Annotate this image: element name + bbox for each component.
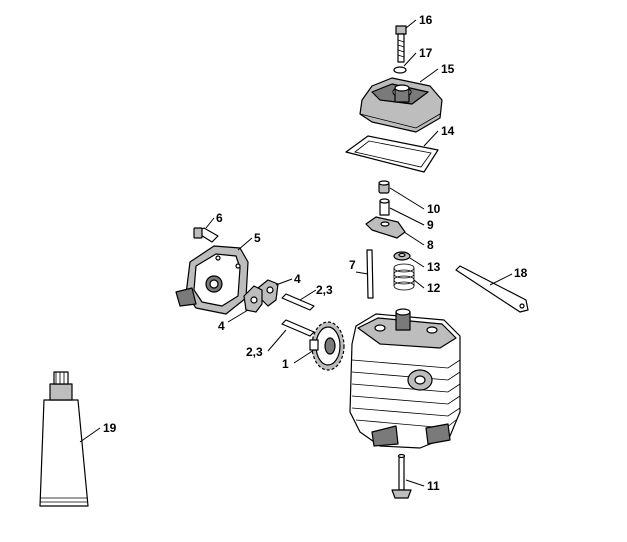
valve-11 bbox=[391, 453, 412, 499]
valve-cap-10 bbox=[378, 180, 390, 194]
cam-gear-1 bbox=[309, 321, 345, 371]
cylinder-block bbox=[349, 308, 461, 449]
callout-2-3-lower: 2,3 bbox=[246, 345, 263, 359]
callout-6: 6 bbox=[216, 211, 223, 225]
callout-1: 1 bbox=[282, 357, 289, 371]
callout-8: 8 bbox=[427, 238, 434, 252]
pin-2-3-upper bbox=[281, 293, 315, 311]
grease-tube-19 bbox=[39, 371, 89, 507]
callout-10: 10 bbox=[427, 202, 441, 216]
lever-4b bbox=[243, 285, 263, 313]
leader-lines bbox=[79, 19, 513, 487]
callout-13: 13 bbox=[427, 260, 441, 274]
callout-14: 14 bbox=[441, 124, 455, 138]
pin-2-3-lower bbox=[281, 319, 315, 337]
callout-labels: 1 2,3 2,3 4 4 5 6 7 8 9 10 11 12 13 14 1… bbox=[103, 13, 528, 493]
washer-17 bbox=[393, 66, 407, 74]
callout-9: 9 bbox=[427, 218, 434, 232]
screw-6 bbox=[193, 227, 219, 243]
callout-15: 15 bbox=[441, 62, 455, 76]
cover-gasket-14 bbox=[345, 135, 439, 173]
tool-18 bbox=[455, 265, 529, 313]
callout-7: 7 bbox=[349, 258, 356, 272]
callout-4-lower: 4 bbox=[218, 319, 225, 333]
valve-spring-12 bbox=[393, 263, 415, 291]
callout-2-3-upper: 2,3 bbox=[316, 283, 333, 297]
callout-5: 5 bbox=[254, 231, 261, 245]
callout-4-upper: 4 bbox=[294, 272, 301, 286]
pivot-9 bbox=[379, 198, 390, 216]
cover-screw-16 bbox=[395, 25, 407, 63]
lever-4a bbox=[257, 279, 279, 307]
spring-retainer-13 bbox=[393, 251, 411, 261]
callout-19: 19 bbox=[103, 421, 117, 435]
cam-cover-5 bbox=[175, 245, 249, 315]
callout-16: 16 bbox=[419, 13, 433, 27]
rocker-arm-8 bbox=[365, 216, 406, 239]
pushrod-7 bbox=[366, 249, 374, 299]
callout-12: 12 bbox=[427, 281, 441, 295]
valve-cover-15 bbox=[359, 77, 443, 133]
callout-18: 18 bbox=[514, 266, 528, 280]
callout-11: 11 bbox=[427, 479, 440, 493]
callout-17: 17 bbox=[419, 46, 433, 60]
